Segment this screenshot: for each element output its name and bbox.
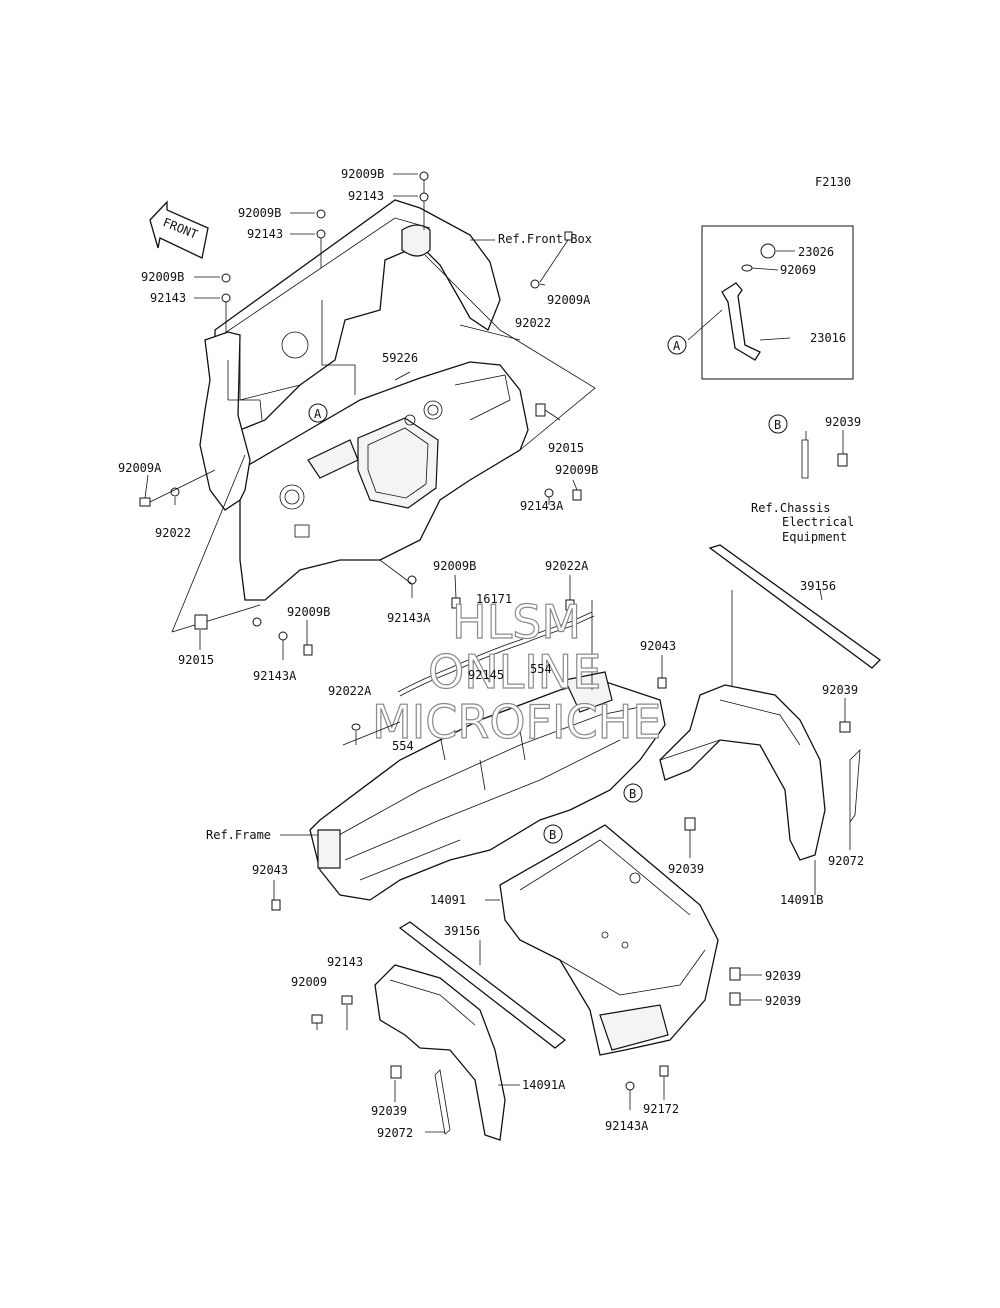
ref-chassis-line-1: Ref.Chassis [751, 501, 830, 515]
ref-chassis-line-3: Equipment [782, 530, 847, 544]
part-label-l42: 92143A [605, 1119, 649, 1133]
part-label-l35: 92143 [327, 955, 363, 969]
fastener-right-1 [530, 231, 573, 289]
part-label-l26: 554 [392, 739, 414, 753]
ref-chassis-line-2: Electrical [782, 515, 854, 529]
part-label-l23: 92145 [468, 668, 504, 682]
part-label-l37: 92039 [765, 969, 801, 983]
part-label-l01: 92009B [341, 167, 384, 181]
dash-main-panel [239, 361, 529, 601]
part-label-l17: 92143A [387, 611, 431, 625]
ref-frame: Ref.Frame [206, 828, 271, 842]
callout-b-2: B [623, 783, 643, 803]
callout-b-1-label: B [774, 418, 781, 432]
part-label-l18: 16171 [476, 592, 512, 606]
part-label-l34: 39156 [444, 924, 480, 938]
callout-b-1: B [768, 414, 788, 434]
callout-a-2-label: A [673, 339, 681, 353]
part-label-l45: 92069 [780, 263, 816, 277]
part-label-l24: 92043 [640, 639, 676, 653]
callout-a-1: A [308, 403, 328, 423]
part-label-l11: 92009B [555, 463, 598, 477]
watermark-line-2: ONLINE [428, 645, 601, 699]
watermark: HLSM ONLINE MICROFICHE [371, 594, 662, 749]
part-label-l09: 59226 [382, 351, 418, 365]
assembly-guide-lines [171, 254, 596, 633]
part-label-l02: 92143 [348, 189, 384, 203]
fastener-center-1 [379, 559, 575, 611]
watermark-line-1: HLSM [452, 595, 581, 649]
part-label-l41: 92072 [377, 1126, 413, 1140]
accessory-socket-box [687, 225, 854, 380]
leader-lines [144, 173, 851, 1133]
figure-code: F2130 [815, 175, 851, 189]
part-label-l06: 92143 [150, 291, 186, 305]
fastener-bottom-1 [194, 614, 313, 656]
part-label-l43: 92172 [643, 1102, 679, 1116]
floor-panel-14091 [499, 817, 741, 1091]
part-label-l32: 92043 [252, 863, 288, 877]
part-label-l07: 92022 [515, 316, 551, 330]
strip-39156-bottom [398, 921, 567, 1049]
fastener-top-3 [221, 273, 231, 332]
fastener-top-1 [419, 171, 429, 230]
ref-front-box: Ref.Front Box [498, 232, 592, 246]
fastener-left-1 [139, 469, 216, 507]
cable-16171 [397, 600, 595, 697]
part-label-l21: 92143A [253, 669, 297, 683]
part-label-l28: 92039 [822, 683, 858, 697]
watermark-line-3: MICROFICHE [372, 695, 661, 749]
part-label-l31: 14091B [780, 893, 823, 907]
callout-a-2: A [667, 335, 687, 355]
part-label-l47: 92039 [825, 415, 861, 429]
part-label-l12: 92143A [520, 499, 564, 513]
part-label-l03: 92009B [238, 206, 281, 220]
chassis-connector [801, 439, 848, 479]
part-label-l27: 39156 [800, 579, 836, 593]
dash-left-trim [199, 331, 251, 511]
callout-a-1-label: A [314, 407, 322, 421]
part-label-l36: 92009 [291, 975, 327, 989]
part-label-l25: 92022A [328, 684, 372, 698]
front-arrow-icon: FRONT [149, 200, 209, 259]
fastener-top-2 [316, 209, 326, 268]
part-label-l22: 554 [530, 662, 552, 676]
callout-b-3: B [543, 824, 563, 844]
callout-b-2-label: B [629, 787, 636, 801]
part-label-l39: 14091A [522, 1078, 566, 1092]
part-label-l33: 14091 [430, 893, 466, 907]
callout-b-3-label: B [549, 828, 556, 842]
fender-14091a [311, 964, 506, 1141]
fender-14091b [659, 684, 861, 861]
part-label-l30: 92072 [828, 854, 864, 868]
part-label-l19: 92015 [178, 653, 214, 667]
part-label-l13: 92009A [118, 461, 162, 475]
part-label-l16: 92022A [545, 559, 589, 573]
part-label-l40: 92039 [371, 1104, 407, 1118]
part-label-l46: 23016 [810, 331, 846, 345]
part-label-l38: 92039 [765, 994, 801, 1008]
part-label-l04: 92143 [247, 227, 283, 241]
part-label-l20: 92009B [287, 605, 330, 619]
part-label-l14: 92022 [155, 526, 191, 540]
part-label-l15: 92009B [433, 559, 476, 573]
part-label-l10: 92015 [548, 441, 584, 455]
part-label-l08: 92009A [547, 293, 591, 307]
part-label-l05: 92009B [141, 270, 184, 284]
strip-39156-top [708, 544, 882, 688]
part-label-l29: 92039 [668, 862, 704, 876]
part-label-l44: 23026 [798, 245, 834, 259]
